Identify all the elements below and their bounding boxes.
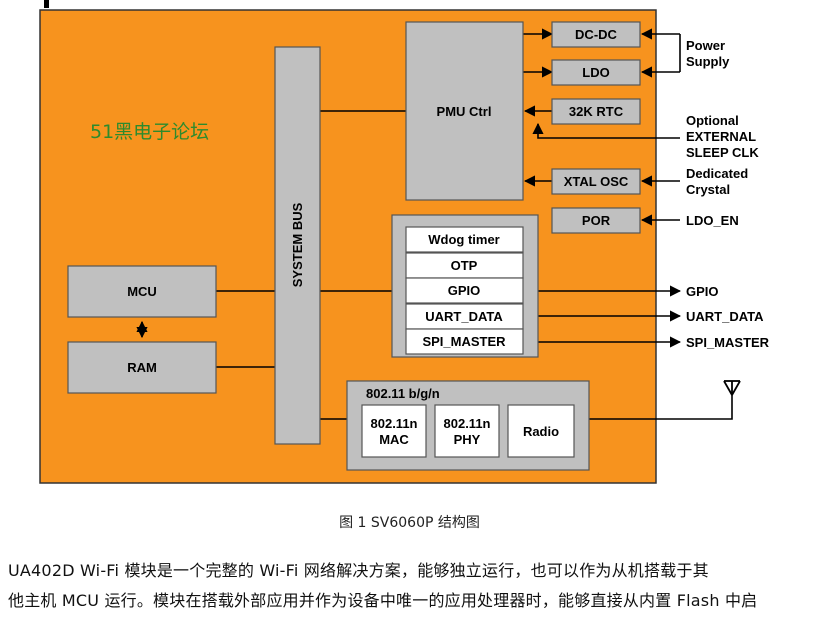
mac-label-line1: 802.11n	[371, 416, 418, 431]
mac-block	[361, 404, 427, 458]
gpio-ext-label: GPIO	[686, 284, 719, 299]
rtc-label: 32K RTC	[569, 104, 624, 119]
forum-watermark: 51黑电子论坛	[90, 121, 209, 143]
pmu-ctrl-label: PMU Ctrl	[437, 104, 492, 119]
optional-label-2: EXTERNAL	[686, 129, 756, 144]
block-diagram: 51黑电子论坛	[39, 0, 770, 484]
system-bus-block	[274, 46, 321, 445]
otp-block	[405, 252, 524, 279]
uart-data-label: UART_DATA	[425, 309, 503, 324]
paragraph-line-2: 他主机 MCU 运行。模块在搭载外部应用并作为设备中唯一的应用处理器时，能够直接…	[8, 591, 758, 610]
phy-label-line2: PHY	[454, 432, 481, 447]
gpio-label: GPIO	[448, 283, 481, 298]
pmu-ctrl-block	[405, 21, 524, 201]
por-label: POR	[582, 213, 611, 228]
mac-label-line2: MAC	[379, 432, 409, 447]
xtal-osc-label: XTAL OSC	[564, 174, 629, 189]
wdog-timer-label: Wdog timer	[428, 232, 500, 247]
gpio-block	[405, 277, 524, 304]
por-block	[551, 207, 641, 234]
ram-label: RAM	[127, 360, 157, 375]
ram-block	[67, 341, 217, 394]
ldo-block	[551, 59, 641, 86]
uart-data-block	[405, 303, 524, 330]
rtc-block	[551, 98, 641, 125]
wifi-group-title: 802.11 b/g/n	[366, 386, 440, 401]
connections	[136, 28, 733, 420]
dedicated-crystal-label-1: Dedicated	[686, 166, 748, 181]
power-supply-label-2: Supply	[686, 54, 730, 69]
ldo-label: LDO	[582, 65, 609, 80]
radio-label: Radio	[523, 424, 559, 439]
power-supply-label-1: Power	[686, 38, 725, 53]
mcu-label: MCU	[127, 284, 157, 299]
spi-ext-label: SPI_MASTER	[686, 335, 770, 350]
dcdc-label: DC-DC	[575, 27, 617, 42]
antenna-icon	[723, 380, 741, 396]
xtal-osc-block	[551, 168, 641, 195]
phy-label-line1: 802.11n	[444, 416, 491, 431]
paragraph-line-1: UA402D Wi-Fi 模块是一个完整的 Wi-Fi 网络解决方案，能够独立运…	[8, 561, 709, 580]
radio-block	[507, 404, 575, 458]
dcdc-block	[551, 21, 641, 48]
mcu-block	[67, 265, 217, 318]
spi-master-block	[405, 328, 524, 355]
wdog-timer-block	[405, 226, 524, 253]
dedicated-crystal-label-2: Crystal	[686, 182, 730, 197]
uart-ext-label: UART_DATA	[686, 309, 764, 324]
system-bus-label: SYSTEM BUS	[290, 202, 305, 287]
optional-label-3: SLEEP CLK	[686, 145, 759, 160]
ldo-en-label: LDO_EN	[686, 213, 739, 228]
phy-block	[434, 404, 500, 458]
figure-caption: 图 1 SV6060P 结构图	[339, 515, 480, 531]
otp-label: OTP	[451, 258, 478, 273]
spi-master-label: SPI_MASTER	[422, 334, 506, 349]
edge-mark	[44, 0, 49, 8]
optional-label-1: Optional	[686, 113, 739, 128]
